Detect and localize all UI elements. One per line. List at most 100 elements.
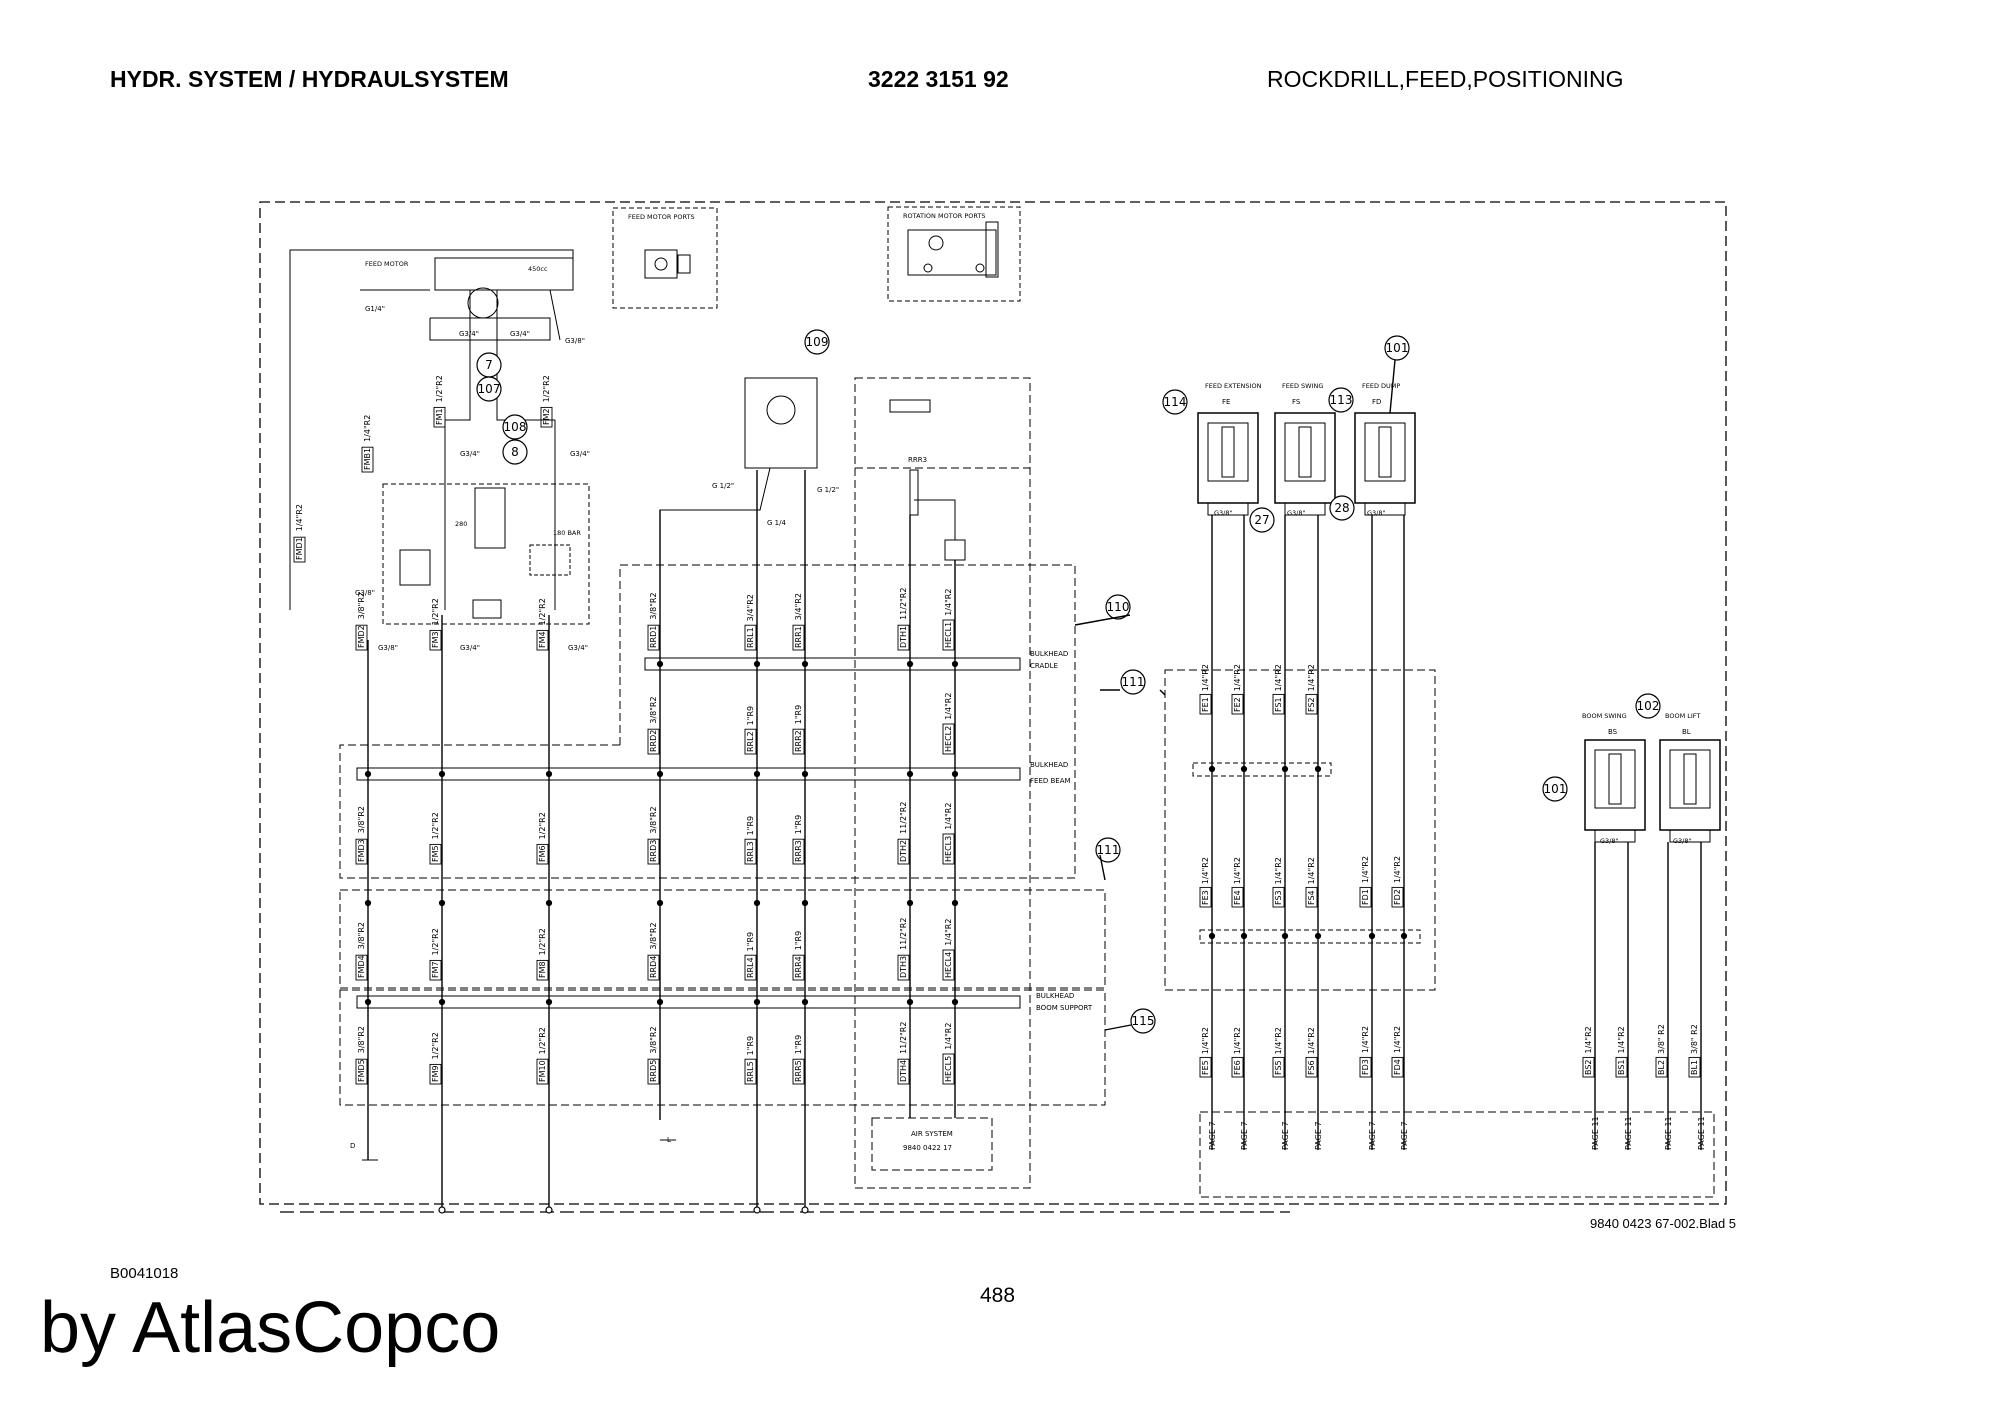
junction-dot: [364, 899, 372, 907]
callout-circle: [1328, 387, 1354, 413]
junction-dot: [801, 998, 809, 1006]
callout-number: 8: [511, 445, 519, 459]
group-111-left: [339, 889, 1106, 989]
hose-label: FS21/4"R2: [1307, 664, 1316, 712]
brand-watermark: by AtlasCopco: [40, 1288, 501, 1368]
rotation-motor-box: [744, 377, 818, 469]
hose-label: FMD23/8"R2: [357, 592, 366, 648]
hose-tag: [429, 843, 442, 865]
junction-dot: [1240, 932, 1248, 940]
port-label: G3/4": [570, 450, 590, 458]
hose-tag: [355, 624, 368, 651]
hose-tag: [536, 959, 549, 981]
callout-circle: [804, 329, 830, 355]
hose-label: HECL31/4"R2: [944, 803, 953, 862]
hose-label: RRL41"R9: [746, 932, 755, 978]
hose-label: FM51/2"R2: [431, 812, 440, 862]
port-label: G3/4": [460, 450, 480, 458]
port-label: G3/8": [355, 589, 375, 597]
junction-dot: [951, 660, 959, 668]
hose-tag: [647, 624, 660, 651]
cylinder-code: FS: [1292, 398, 1301, 406]
hose-label: FM71/2"R2: [431, 928, 440, 978]
hose-label: DTH211/2"R2: [899, 802, 908, 862]
cylinder-title: FEED SWING: [1282, 382, 1323, 390]
hose-tag: [897, 838, 910, 865]
junction-dot: [1314, 765, 1322, 773]
junction-dot: [656, 660, 664, 668]
callout-number: 110: [1107, 600, 1130, 614]
hose-tag: [429, 959, 442, 981]
hose-tag: [744, 728, 757, 755]
hose-label: RRL31"R9: [746, 816, 755, 862]
hose-label: FMD43/8"R2: [357, 922, 366, 978]
page-ref: PAGE 11: [1697, 1116, 1706, 1150]
hose-label: BL23/8" R2: [1657, 1024, 1666, 1075]
hose-tag: [1582, 1056, 1595, 1078]
bulkhead-cradle-bar: [644, 657, 1021, 671]
hose-label: RRL51"R9: [746, 1036, 755, 1082]
port-label: G 1/2": [712, 482, 734, 490]
cylinder-title: FEED EXTENSION: [1205, 382, 1262, 390]
cylinder-rod: [1608, 753, 1622, 805]
hose-tag: [647, 838, 660, 865]
hose-tag: [355, 1058, 368, 1085]
header-title-right: ROCKDRILL,FEED,POSITIONING: [1267, 66, 1624, 92]
page-ref: PAGE 11: [1664, 1116, 1673, 1150]
bulkhead-label: BULKHEAD: [1030, 650, 1068, 658]
hose-label: RRL13/4"R2: [746, 594, 755, 648]
hose-label: FD11/4"R2: [1361, 856, 1370, 905]
cylinder-title: BOOM LIFT: [1665, 712, 1700, 720]
junction-dot: [1240, 765, 1248, 773]
hose-label: HECL21/4"R2: [944, 693, 953, 752]
pressure-setting: 180 BAR: [553, 529, 581, 537]
hose-label: FD41/4"R2: [1393, 1026, 1402, 1075]
leader-line: [1099, 854, 1106, 881]
cylinder-port: G3/8": [1214, 509, 1233, 517]
cylinder-body: [1669, 749, 1711, 809]
port-label: G3/8": [378, 644, 398, 652]
hose-tag: [792, 728, 805, 755]
pressure-setting: 280: [455, 520, 467, 528]
cylinder-body: [1364, 422, 1406, 482]
hose-tag: [1305, 693, 1318, 715]
hose-tag: [897, 1058, 910, 1085]
hose-label: BL13/8" R2: [1690, 1024, 1699, 1075]
junction-dot: [1281, 765, 1289, 773]
callout-number: 113: [1330, 393, 1353, 407]
callout-circle: [502, 439, 528, 465]
hose-label: FE51/4"R2: [1201, 1027, 1210, 1075]
hose-label: FM81/2"R2: [538, 928, 547, 978]
junction-dot: [656, 998, 664, 1006]
cylinder-port: G3/8": [1287, 509, 1306, 517]
cylinder-rod: [1298, 426, 1312, 478]
motor-displacement: 450cc: [528, 265, 548, 273]
hose-tag: [942, 949, 955, 981]
port-end: [545, 1206, 553, 1214]
cylinder-port-tag: [1364, 502, 1406, 516]
callout-number: 111: [1097, 843, 1120, 857]
hose-label: FM101/2"R2: [538, 1027, 547, 1082]
leader-line: [1389, 359, 1396, 414]
hose-label: FMB11/4"R2: [363, 415, 372, 470]
air-system-box: [871, 1117, 993, 1171]
cylinder-port-tag: [1594, 829, 1636, 843]
hose-tag: [942, 1053, 955, 1085]
junction-dot: [1281, 932, 1289, 940]
hose-tag: [293, 536, 306, 563]
cylinder-port: G3/8": [1673, 837, 1692, 845]
hose-label: FE11/4"R2: [1201, 664, 1210, 712]
hose-label: FM61/2"R2: [538, 812, 547, 862]
group-111-right: [1164, 669, 1436, 991]
callout-circle: [476, 376, 502, 402]
page-number: 488: [980, 1284, 1016, 1307]
port-label: G3/8": [565, 337, 585, 345]
hose-tag: [897, 954, 910, 981]
hose-label: FE41/4"R2: [1233, 857, 1242, 905]
hose-label: HECL11/4"R2: [944, 589, 953, 648]
junction-dot: [753, 770, 761, 778]
hose-label: HECL41/4"R2: [944, 919, 953, 978]
hose-tag: [792, 624, 805, 651]
junction-dot: [801, 899, 809, 907]
page-ref: PAGE 7: [1368, 1121, 1377, 1150]
